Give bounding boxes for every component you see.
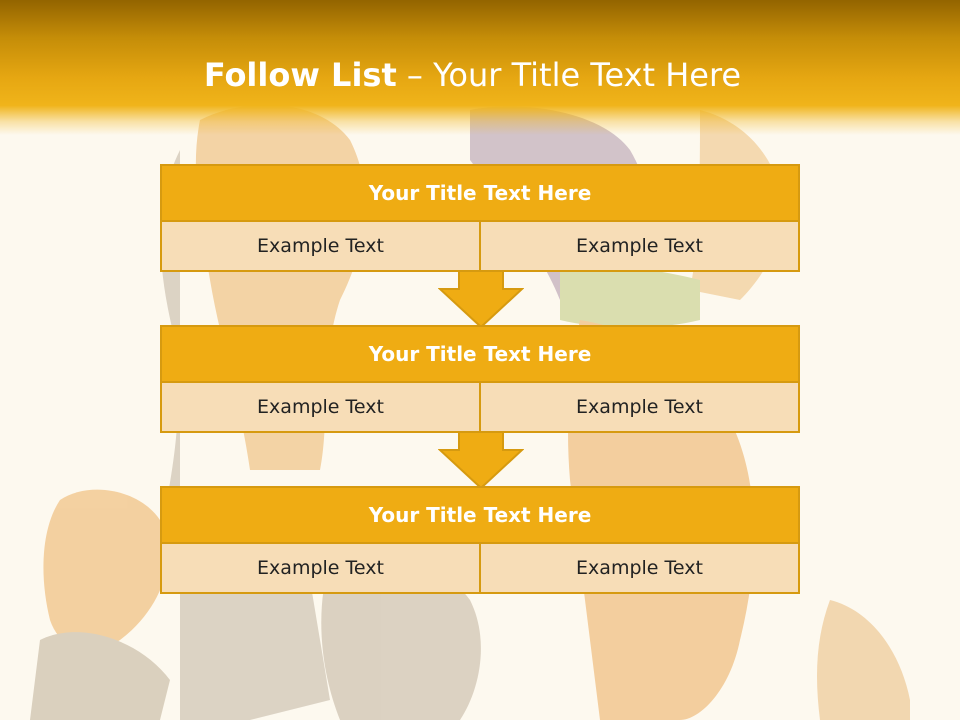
block-row: Example Text Example Text — [160, 383, 800, 433]
block-title: Your Title Text Here — [160, 164, 800, 222]
down-arrow-icon — [438, 432, 524, 490]
block-cell-right: Example Text — [481, 222, 800, 272]
list-block-2: Your Title Text Here Example Text Exampl… — [160, 325, 800, 433]
block-cell-left: Example Text — [160, 544, 481, 594]
block-cell-right: Example Text — [481, 383, 800, 433]
block-cell-left: Example Text — [160, 222, 481, 272]
list-block-3: Your Title Text Here Example Text Exampl… — [160, 486, 800, 594]
block-title: Your Title Text Here — [160, 486, 800, 544]
block-cell-right: Example Text — [481, 544, 800, 594]
slide-title-rest: – Your Title Text Here — [396, 56, 742, 94]
down-arrow-icon — [438, 271, 524, 329]
block-row: Example Text Example Text — [160, 222, 800, 272]
header-band — [0, 0, 960, 135]
block-cell-left: Example Text — [160, 383, 481, 433]
list-block-1: Your Title Text Here Example Text Exampl… — [160, 164, 800, 272]
slide-title: Follow List – Your Title Text Here — [0, 52, 945, 98]
block-row: Example Text Example Text — [160, 544, 800, 594]
slide-title-bold: Follow List — [203, 56, 397, 94]
block-title: Your Title Text Here — [160, 325, 800, 383]
